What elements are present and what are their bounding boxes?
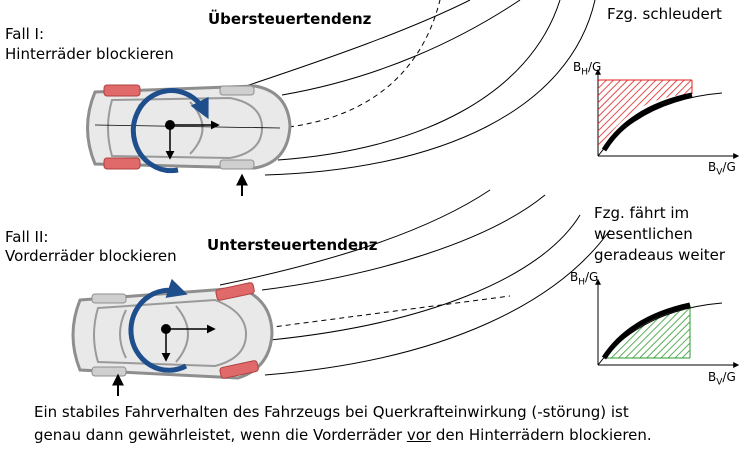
case2-front-left-wheel-locked: [215, 282, 255, 301]
case2-dashed-straight-path: [249, 295, 511, 331]
graph2-thick-curve: [601, 302, 691, 360]
case1-rotation-arrow: [130, 88, 209, 174]
case2-result-line1: Fzg. fährt im: [594, 204, 690, 222]
case1-outer-arc: [239, 0, 471, 89]
case2-rear-right-wheel: [91, 366, 127, 377]
case1-title-line1: Fall I:: [5, 25, 45, 43]
graph2: [595, 278, 740, 368]
graph1: [595, 68, 740, 159]
graph1-thick-curve: [601, 92, 693, 152]
graph1-x-axis-label: BV/G: [708, 160, 736, 178]
case2-center-of-gravity: [161, 324, 171, 334]
case1-heading: Übersteuertendenz: [208, 10, 372, 28]
case1-center-of-gravity: [165, 120, 175, 130]
case1-mid-arc-1: [281, 0, 521, 96]
case2-car-body: [71, 286, 274, 380]
case1-rear-left-wheel-locked: [103, 84, 141, 97]
caption-line1: Ein stabiles Fahrverhalten des Fahrzeugs…: [34, 403, 629, 421]
caption-line2: genau dann gewährleistet, wenn die Vorde…: [34, 426, 652, 444]
case2-trajectories: [219, 189, 611, 376]
case2-rotation-arrow: [128, 278, 188, 373]
case1-car: [86, 84, 292, 196]
case2-heading: Untersteuertendenz: [207, 236, 378, 254]
graph2-x-axis-label: BV/G: [708, 370, 736, 388]
graph2-hatched-region-green: [604, 305, 690, 358]
case1-front-left-wheel: [219, 85, 255, 96]
case2-mid-arc: [261, 194, 546, 291]
graph1-hatched-region-red: [598, 80, 692, 150]
case2-arc-4: [264, 229, 611, 376]
case2-arc-3: [269, 214, 581, 341]
case1-inner-arc: [264, 0, 596, 176]
case2-result-line2: wesentlichen: [594, 225, 693, 243]
caption-underlined-word: vor: [406, 426, 432, 444]
case1-mid-arc-2: [277, 0, 561, 161]
case2-result-line3: geradeaus weiter: [594, 246, 726, 264]
case1-dashed-skid-path: [279, 0, 441, 129]
case2-outer-arc: [219, 189, 491, 286]
case1-result: Fzg. schleudert: [607, 5, 722, 23]
case1-front-right-wheel: [219, 159, 255, 170]
case1-trajectories: [239, 0, 596, 176]
case2-front-right-wheel-locked: [219, 360, 259, 379]
graph2-y-axis-label: BH/G: [570, 270, 599, 288]
case2-car: [71, 278, 274, 396]
case1-rear-right-wheel-locked: [103, 157, 141, 170]
graph1-y-axis-label: BH/G: [573, 60, 602, 78]
case2-title-line1: Fall II:: [5, 228, 49, 246]
case2-rear-left-wheel: [91, 293, 127, 304]
case1-title-line2: Hinterräder blockieren: [5, 45, 174, 63]
case2-title-line2: Vorderräder blockieren: [5, 247, 177, 265]
